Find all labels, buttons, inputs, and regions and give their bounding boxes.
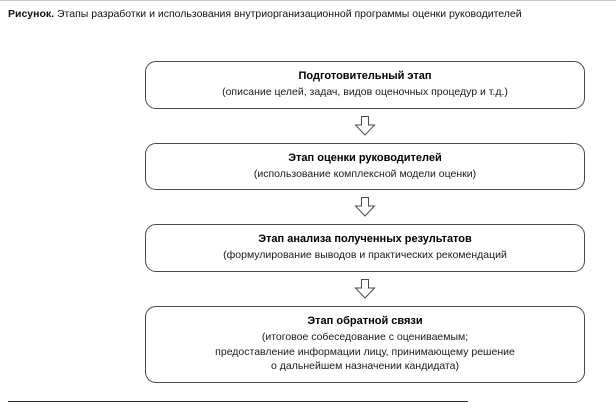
step-title: Подготовительный этап <box>298 70 432 82</box>
down-arrow-icon <box>354 272 376 306</box>
step-description: предоставление информации лицу, принимаю… <box>215 345 515 358</box>
step-title: Этап обратной связи <box>307 314 423 327</box>
bottom-divider <box>8 401 468 402</box>
step-title: Этап оценки руководителей <box>288 151 442 164</box>
down-arrow-icon <box>354 109 376 143</box>
step-box-preparatory: Подготовительный этап (описание целей, з… <box>145 61 585 109</box>
figure-caption-label: Рисунок. <box>8 8 55 20</box>
step-box-analysis: Этап анализа полученных результатов (фор… <box>145 224 585 272</box>
step-box-evaluation: Этап оценки руководителей (использование… <box>145 142 585 191</box>
step-box-feedback: Этап обратной связи (итоговое собеседова… <box>145 305 585 383</box>
step-description: (формулирование выводов и практических р… <box>223 249 507 262</box>
step-description: (итоговое собеседование с оцениваемым; <box>261 330 469 343</box>
step-description: о дальнейшем назначении кандидата) <box>271 360 459 373</box>
step-description: (использование комплексной модели оценки… <box>253 167 477 180</box>
flow-diagram: Подготовительный этап (описание целей, з… <box>145 61 585 383</box>
down-arrow-icon <box>354 190 376 224</box>
figure-caption-text: Этапы разработки и использования внутрио… <box>54 8 522 20</box>
figure-caption: Рисунок. Этапы разработки и использовани… <box>8 8 612 20</box>
step-description: (описание целей, задач, видов оценочных … <box>222 85 508 98</box>
step-title: Этап анализа полученных результатов <box>258 233 472 246</box>
